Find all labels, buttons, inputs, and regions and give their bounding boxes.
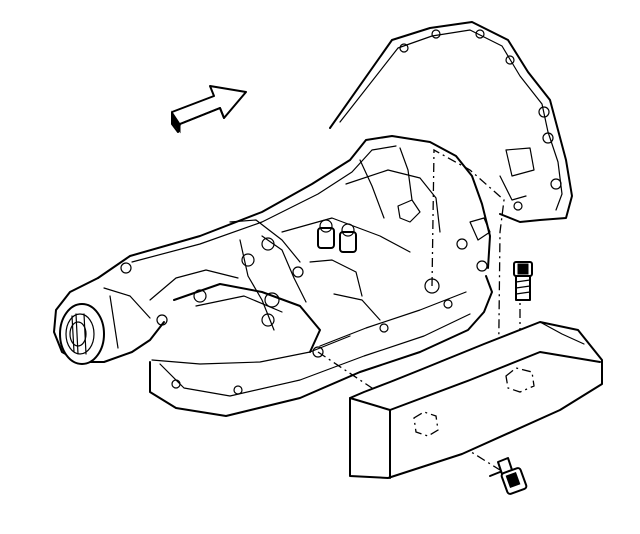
extension-housing [53,277,165,365]
forward-arrow-icon [171,85,247,134]
cover-shield [349,321,603,479]
bell-housing [329,21,573,223]
transmission-case [97,135,491,353]
lower-bolt [489,457,528,495]
upper-bolt [513,261,533,301]
oil-pan [149,275,493,417]
